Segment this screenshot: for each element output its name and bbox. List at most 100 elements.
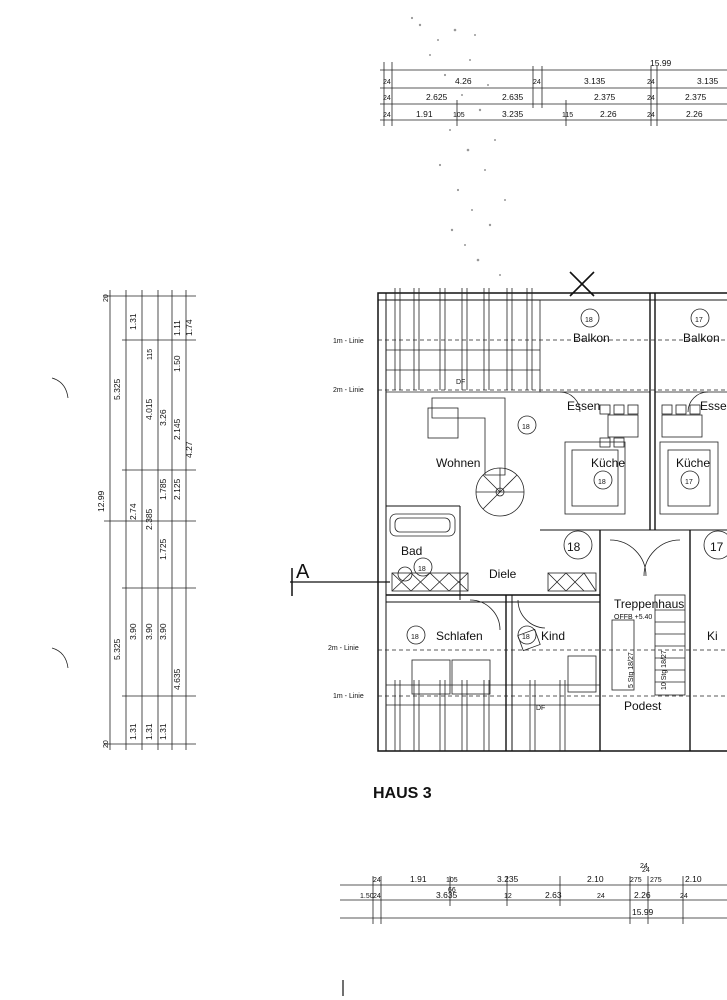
dim-label: 1.31 [144,723,154,740]
dim-label: 24 [680,893,688,900]
sofa [427,397,506,476]
bathtub [389,513,456,537]
dim-label: 24 [597,893,605,900]
dim-label: 1.74 [184,319,194,336]
dim-label: 115 [562,112,573,119]
dim-label: 2.635 [502,92,524,102]
dim-label: 1.50 [172,355,182,372]
dim-label: 3.135 [584,76,606,86]
punch-hole-mark [51,377,69,399]
wardrobe-hatching [391,572,597,592]
dim-label: 12 [504,893,512,900]
house-label: HAUS 3 [373,785,432,802]
room-label-podest: Podest [624,699,662,713]
room-label-bad: Bad [401,544,422,558]
dim-label: 24 [647,95,655,102]
dim-label: 3.235 [497,874,519,884]
ffb-level: OFFB +5.40 [614,614,652,621]
dim-label: 4.635 [172,668,182,690]
dim-label: 1.11 [172,320,182,336]
stair-note: 10 Stg 18/27 [661,650,668,690]
dim-label: 5.325 [112,378,122,400]
kitchen-17 [659,441,719,515]
bed-left [411,659,451,695]
room-number-17: 17 [695,317,703,324]
room-label-treppenhaus: Treppenhaus [614,597,684,611]
dim-label: 3.90 [158,623,168,640]
room-number-18: 18 [598,479,606,486]
dim-label: 24 [383,79,391,86]
dining-table-18 [599,404,639,448]
dim-label: 24 [642,867,650,874]
outer-wall [377,292,727,752]
dim-label: 24 [383,95,391,102]
dim-label: 115 [147,349,154,360]
balcony-17 [654,299,727,393]
dim-label: 2.26 [686,109,703,119]
dim-label: 3.90 [144,623,154,640]
dim-label: 20 [103,740,110,748]
dim-label: 275 [650,877,662,884]
room-number-18-large: 18 [567,540,581,554]
linie-label: 2m - Linie [333,387,364,394]
scan-noise [410,16,506,276]
dim-label: 2.26 [600,109,617,119]
room-label-schlafen: Schlafen [436,629,483,643]
room-number-18: 18 [418,566,426,573]
stair-flight [611,594,686,696]
dim-label: 2.625 [426,92,448,102]
dim-label: 3.26 [158,409,168,426]
dim-label: 2.145 [172,418,182,440]
dim-label: 24 [373,893,381,900]
dim-label: 24 [533,79,541,86]
dim-label: 2.10 [685,874,702,884]
dim-label: 3.135 [697,76,719,86]
dim-label: 24 [647,79,655,86]
bottom-dimension-chain: 24 1.91 105 3.235 2.10 24 275 275 2.10 1… [340,863,727,924]
kitchen-18 [564,441,626,515]
left-dimension-chain: 12.99 20 5.325 5.325 20 1.31 2.74 3.90 1… [96,290,196,750]
room-number-18: 18 [411,634,419,641]
dim-label: 105 [453,112,465,119]
dim-label: 3.635 [436,890,458,900]
room-number-18: 18 [585,317,593,324]
dim-label: 24 [383,112,391,119]
dim-label: 1.91 [416,109,433,119]
dim-total-bottom: 15.99 [632,907,654,917]
dim-label: 2.375 [685,92,707,102]
dim-label: 4.015 [144,398,154,420]
dim-label: 24 [647,112,655,119]
room-label-essen: Essen [567,399,600,413]
roof-rafters-top [386,288,540,393]
dining-table-17 [661,404,703,438]
section-marker-a: A [296,561,310,583]
df-marker: DF [456,379,465,386]
dim-label: 2.10 [587,874,604,884]
dim-label: 24 [640,863,648,870]
dim-label: 2.385 [144,508,154,530]
stair-note: 5 Stg 18/27 [628,652,635,688]
room-number-17: 17 [685,479,693,486]
linie-label: 1m - Linie [333,338,364,345]
floor-plan [290,271,727,752]
dim-label: 105 [446,877,458,884]
dim-total-top: 15.99 [650,58,672,68]
dim-label: 1.91 [410,874,427,884]
dim-label: 3.235 [502,109,524,119]
dim-label: 2.375 [594,92,616,102]
top-dimension-chain: 15.99 24 4.26 24 3.135 24 3.135 24 2.625… [380,58,727,126]
linie-label: 2m - Linie [328,645,359,652]
dim-label: 1.31 [158,723,168,740]
dim-label: 3.90 [128,623,138,640]
spiral-stair [475,467,525,517]
bed-right [451,659,491,695]
dim-label: 1.31 [128,313,138,330]
room-label-kueche: Küche [591,456,625,470]
room-labels: 18 17 18 18 17 18 18 17 18 18 Balkon Bal… [296,317,727,802]
dim-label: 20 [103,294,110,302]
dim-label: 4.26 [455,76,472,86]
balcony-18 [539,299,651,393]
roof-rafters-bottom [386,680,600,751]
df-marker: DF [536,705,545,712]
room-number-18: 18 [522,634,530,641]
